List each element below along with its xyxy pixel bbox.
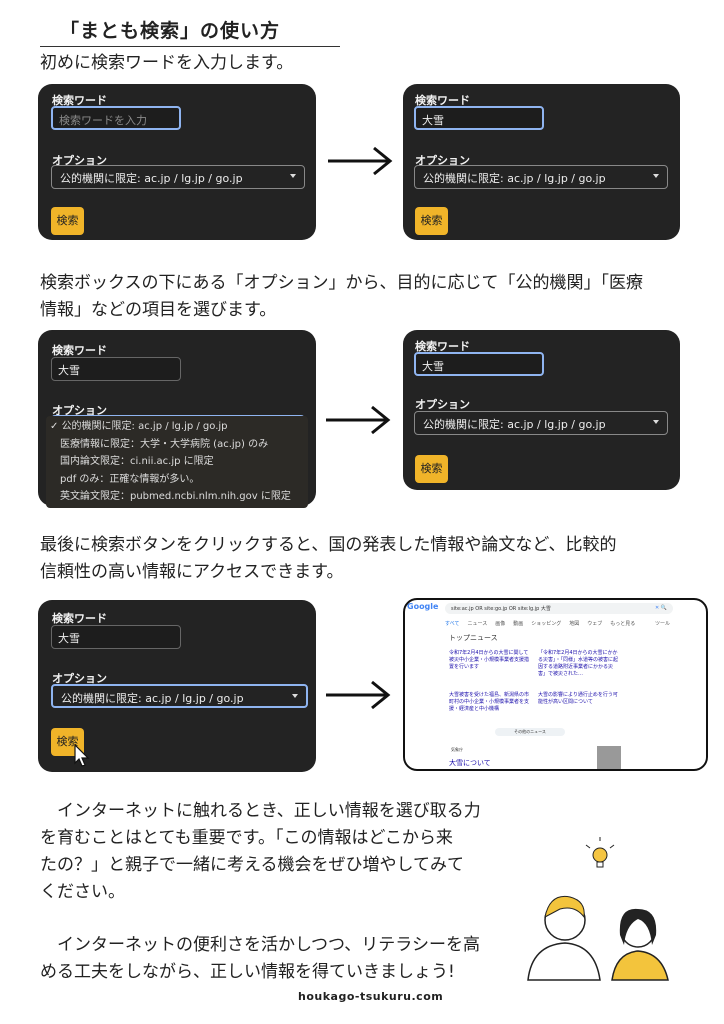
option-selected: 公的機関に限定: ac.jp / lg.jp / go.jp (423, 172, 606, 185)
closing-paragraph-2: インターネットの便利さを活かしつつ、リテラシーを高める工夫をしながら、正しい情報… (40, 932, 480, 986)
title-underline (40, 46, 340, 47)
search-form-dropdown-open: 検索ワード 大雪 オプション ✓ 公的機関に限定: ac.jp / lg.jp … (38, 330, 316, 508)
closing-paragraph-1: インターネットに触れるとき、正しい情報を選び取る力を育むことはとても重要です。「… (40, 798, 481, 906)
search-form-click: 検索ワード 大雪 オプション 公的機関に限定: ac.jp / lg.jp / … (38, 600, 316, 772)
lightbulb-icon (585, 837, 615, 868)
option-item[interactable]: 医療情報に限定：大学・大学病院 (ac.jp) のみ (60, 438, 269, 450)
parent-figure (527, 895, 601, 981)
search-input[interactable]: 検索ワードを入力 (51, 106, 181, 130)
google-results-screenshot: Google site:ac.jp OR site:go.jp OR site:… (403, 598, 708, 771)
search-input[interactable]: 大雪 (414, 106, 544, 130)
step3-line1: 最後に検索ボタンをクリックすると、国の発表した情報や論文など、比較的 (40, 535, 617, 555)
search-button[interactable]: 検索 (415, 207, 448, 235)
result-source: 気象庁 (451, 747, 463, 752)
option-select[interactable]: 公的機関に限定: ac.jp / lg.jp / go.jp (414, 165, 668, 189)
option-selected: 公的機関に限定: ac.jp / lg.jp / go.jp (423, 418, 606, 431)
search-word-label: 検索ワード (415, 94, 470, 107)
search-word-label: 検索ワード (52, 344, 107, 357)
news-item[interactable]: 大雪被害を受けた福島、新潟県の市町村の中小企業・小規模事業者を支援・経済産と中小… (449, 692, 530, 712)
google-tools[interactable]: ツール (655, 621, 671, 627)
text-line: インターネットに触れるとき、正しい情報を選び取る力 (40, 801, 481, 821)
page-title: 「まとも検索」の使い方 (60, 20, 281, 42)
google-tab[interactable]: すべて (445, 621, 460, 627)
caret-down-icon (653, 420, 659, 424)
search-button[interactable]: 検索 (51, 207, 84, 235)
text-line: たの？」と親子で一緒に考える機会をぜひ増やしてみて (40, 855, 464, 875)
option-select[interactable]: 公的機関に限定: ac.jp / lg.jp / go.jp (414, 411, 668, 435)
google-tab[interactable]: 動画 (513, 621, 524, 627)
step3-text: 最後に検索ボタンをクリックすると、国の発表した情報や論文など、比較的信頼性の高い… (40, 532, 616, 586)
step2-line2: 情報」などの項目を選びます。 (40, 300, 277, 320)
option-item[interactable]: 英文論文限定：pubmed.ncbi.nlm.nih.gov に限定 (60, 491, 291, 502)
child-figure (611, 908, 669, 981)
google-tab[interactable]: ウェブ (587, 621, 603, 627)
top-news-heading: トップニュース (449, 634, 498, 642)
text-line: める工夫をしながら、正しい情報を得ていきましょう! (40, 962, 455, 982)
arrow-right-icon (328, 146, 393, 176)
news-item[interactable]: 令和7年2月4日からの大雪に関して被災中小企業・小規模事業者支援措置を行います (449, 650, 530, 670)
search-button[interactable]: 検索 (415, 455, 448, 483)
google-tab[interactable]: ショッピング (531, 621, 562, 627)
site-url: houkago-tsukuru.com (298, 990, 444, 1003)
google-search-bar[interactable]: site:ac.jp OR site:go.jp OR site:lg.jp 大… (445, 603, 673, 614)
option-item[interactable]: 国内論文限定：ci.nii.ac.jp に限定 (60, 456, 214, 467)
search-word-label: 検索ワード (415, 340, 470, 353)
step2-line1: 検索ボックスの下にある「オプション」から、目的に応じて「公的機関」「医療 (40, 273, 643, 293)
search-form-filled: 検索ワード 大雪 オプション 公的機関に限定: ac.jp / lg.jp / … (403, 84, 680, 240)
step3-line2: 信頼性の高い情報にアクセスできます。 (40, 562, 344, 582)
search-form-option-selected: 検索ワード 大雪 オプション 公的機関に限定: ac.jp / lg.jp / … (403, 330, 680, 490)
search-input[interactable]: 大雪 (51, 625, 181, 649)
google-tabs: すべて ニュース 画像 動画 ショッピング 地図 ウェブ もっと見る (445, 620, 635, 627)
caret-down-icon (290, 174, 296, 178)
news-item[interactable]: 「令和7年2月4日からの大雪にかかる災害」・「同様」水道等の被害に起因する道路附… (538, 650, 619, 677)
option-label: オプション (52, 154, 107, 167)
option-select[interactable]: 公的機関に限定: ac.jp / lg.jp / go.jp (51, 165, 305, 189)
search-form-empty: 検索ワード 検索ワードを入力 オプション 公的機関に限定: ac.jp / lg… (38, 84, 316, 240)
option-item[interactable]: pdf のみ：正確な情報が多い。 (60, 473, 200, 485)
option-label: オプション (415, 398, 470, 411)
option-label: オプション (52, 672, 107, 685)
arrow-right-icon (326, 680, 391, 710)
google-logo: Google (407, 602, 439, 611)
more-news-button[interactable]: その他のニュース (495, 728, 565, 736)
arrow-right-icon (326, 405, 391, 435)
google-tab[interactable]: 画像 (495, 621, 506, 627)
caret-down-icon (653, 174, 659, 178)
google-tab[interactable]: もっと見る (610, 621, 636, 627)
text-line: を育むことはとても重要です。「この情報はどこから来 (40, 828, 453, 848)
option-label: オプション (52, 404, 107, 417)
option-dropdown-list: ✓ 公的機関に限定: ac.jp / lg.jp / go.jp 医療情報に限定… (46, 416, 308, 508)
text-line: インターネットの便利さを活かしつつ、リテラシーを高 (40, 935, 480, 955)
step1-text: 初めに検索ワードを入力します。 (40, 53, 294, 73)
option-selected: 公的機関に限定: ac.jp / lg.jp / go.jp (60, 172, 243, 185)
result-title[interactable]: 大雪について (449, 759, 491, 767)
search-input[interactable]: 大雪 (51, 357, 181, 381)
option-item[interactable]: ✓ 公的機関に限定: ac.jp / lg.jp / go.jp (50, 421, 228, 432)
search-word-label: 検索ワード (52, 94, 107, 107)
google-tab[interactable]: ニュース (467, 621, 488, 627)
option-selected: 公的機関に限定: ac.jp / lg.jp / go.jp (61, 692, 244, 705)
parent-child-illustration (527, 837, 669, 981)
search-icon: ✕ 🔍 (654, 605, 667, 611)
search-input[interactable]: 大雪 (414, 352, 544, 376)
news-item[interactable]: 大雪の影響により通行止めを行う可能性が高い区間について (538, 692, 618, 705)
step2-text: 検索ボックスの下にある「オプション」から、目的に応じて「公的機関」「医療情報」な… (40, 270, 643, 324)
google-query: site:ac.jp OR site:go.jp OR site:lg.jp 大… (451, 606, 551, 612)
option-label: オプション (415, 154, 470, 167)
option-select[interactable]: 公的機関に限定: ac.jp / lg.jp / go.jp (51, 684, 308, 708)
text-line: ください。 (40, 882, 125, 902)
caret-down-icon (292, 694, 298, 698)
mouse-cursor-icon (74, 744, 90, 767)
result-thumbnail (597, 746, 621, 769)
search-word-label: 検索ワード (52, 612, 107, 625)
google-tab[interactable]: 地図 (569, 621, 580, 627)
